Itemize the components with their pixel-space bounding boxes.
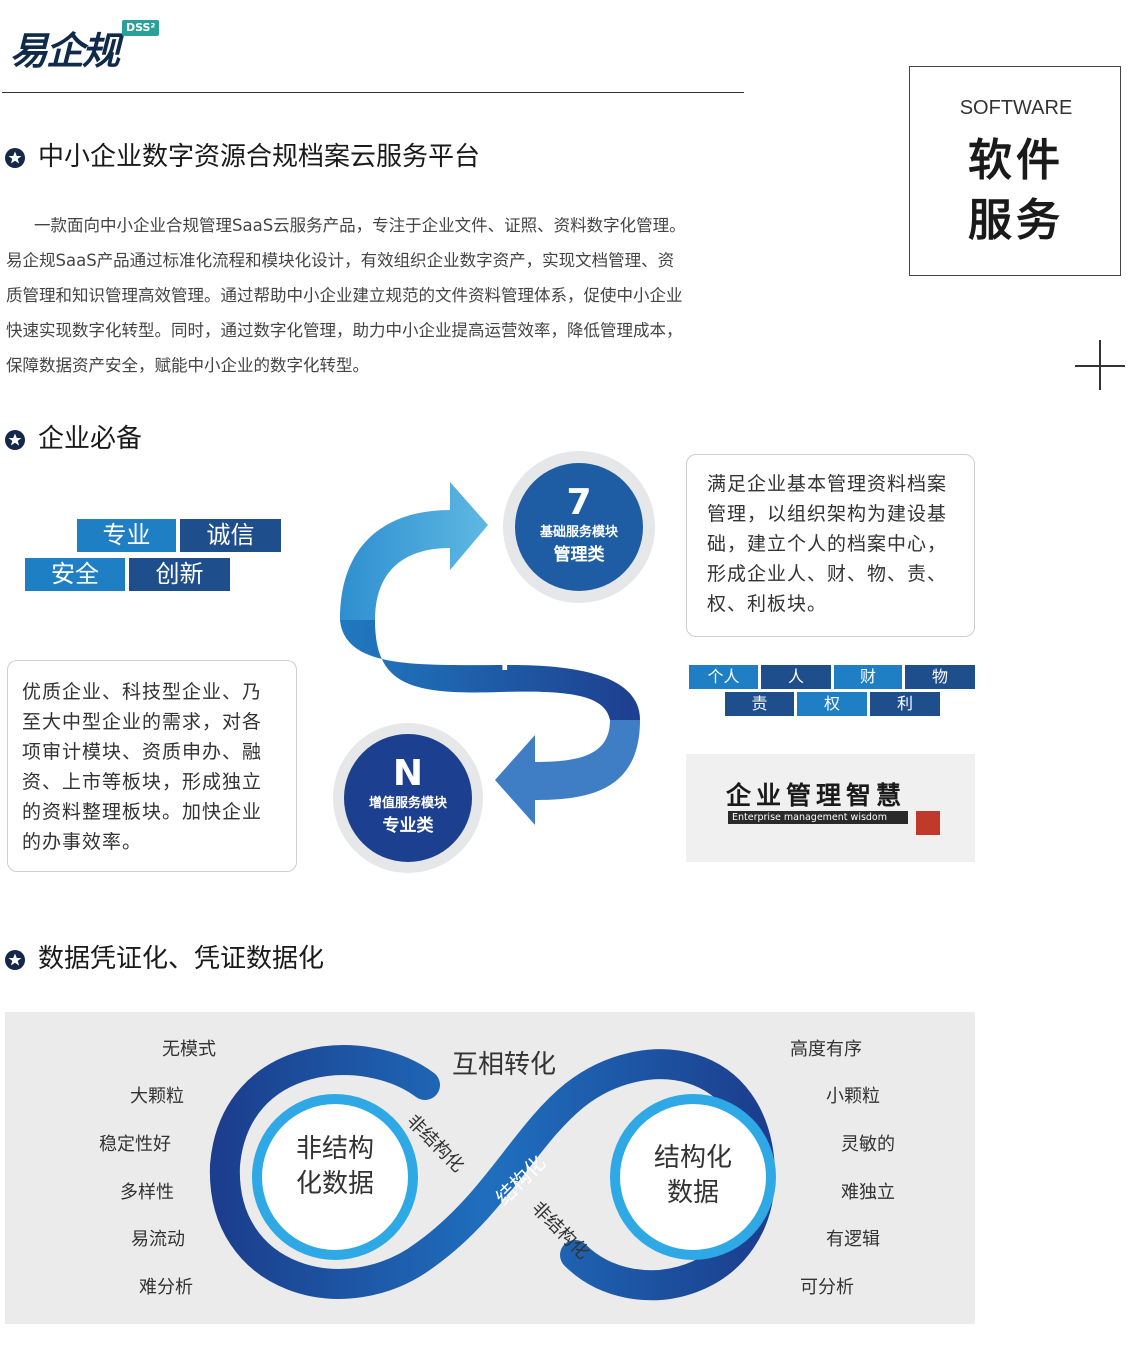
tag-material: 物	[905, 665, 975, 689]
attr-right-4: 难独立	[841, 1182, 895, 1203]
attr-right-3: 灵敏的	[841, 1134, 895, 1155]
structured-data-circle: 结构化 数据	[653, 1143, 732, 1208]
attr-right-6: 可分析	[800, 1277, 854, 1298]
tag-people: 人	[761, 665, 831, 689]
module-count: 7	[566, 482, 592, 523]
management-wisdom-banner: 企业管理智慧 Enterprise management wisdom	[686, 754, 975, 862]
plus-decoration-v	[1099, 340, 1101, 390]
attr-right-1: 高度有序	[790, 1039, 862, 1060]
tag-benefit: 利	[870, 692, 940, 716]
module-type: 增值服务模块	[368, 796, 447, 811]
s-arrow-ribbon: +	[340, 482, 640, 825]
software-label: SOFTWARE	[959, 97, 1073, 119]
section-title-essential: 企业必备	[38, 424, 143, 454]
attr-left-5: 易流动	[131, 1229, 185, 1250]
unstructured-data-circle: 非结构 化数据	[295, 1134, 374, 1199]
right-info-box: 满足企业基本管理资料档案 管理，以组织架构为建设基 础，建立个人的档案中心， 形…	[686, 454, 975, 637]
right-box-line: 管理，以组织架构为建设基	[707, 503, 948, 525]
tag-responsibility: 责	[725, 692, 794, 716]
software-cn-line1: 软件	[968, 135, 1064, 186]
star-badge-icon	[5, 430, 25, 450]
basic-module-circle: 7 基础服务模块 管理类	[503, 451, 655, 603]
left-box-line: 的资料整理板块。加快企业	[22, 801, 263, 823]
software-service-box: SOFTWARE 软件 服务	[909, 66, 1121, 276]
plus-icon: +	[488, 634, 522, 680]
seal-stamp-icon	[916, 811, 940, 835]
tag-authority: 权	[797, 692, 867, 716]
right-box-line: 形成企业人、财、物、责、	[707, 563, 948, 585]
right-box-line: 满足企业基本管理资料档案	[707, 473, 948, 495]
section-title-platform: 中小企业数字资源合规档案云服务平台	[38, 142, 481, 172]
module-category: 管理类	[553, 545, 605, 565]
desc-line-2: 易企规SaaS产品通过标准化流程和模块化设计，有效组织企业数字资产，实现文档管理…	[6, 251, 675, 270]
desc-line-1: 一款面向中小企业合规管理SaaS云服务产品，专注于企业文件、证照、资料数字化管理…	[34, 216, 686, 235]
top-divider	[2, 92, 744, 93]
left-box-line: 项审计模块、资质申办、融	[22, 741, 263, 763]
tag-person: 个人	[689, 665, 758, 689]
desc-line-5: 保障数据资产安全，赋能中小企业的数字化转型。	[6, 356, 369, 375]
wisdom-subtitle: Enterprise management wisdom	[728, 811, 908, 824]
module-type: 基础服务模块	[539, 525, 618, 540]
left-box-line: 至大中型企业的需求，对各	[22, 711, 263, 733]
star-badge-icon	[5, 148, 25, 168]
attr-left-3: 稳定性好	[99, 1134, 171, 1155]
attr-left-1: 无模式	[162, 1039, 216, 1060]
tag-innovation: 创新	[129, 558, 230, 591]
left-box-line: 资、上市等板块，形成独立	[22, 771, 263, 793]
logo-badge: DSS²	[122, 20, 160, 36]
attr-left-4: 多样性	[120, 1182, 174, 1203]
desc-line-3: 质管理和知识管理高效管理。通过帮助中小企业建立规范的文件资料管理体系，促使中小企…	[6, 286, 683, 305]
module-category: 专业类	[382, 816, 434, 836]
infinity-diagram	[209, 1045, 776, 1301]
wisdom-title: 企业管理智慧	[726, 781, 907, 810]
left-info-box: 优质企业、科技型企业、乃 至大中型企业的需求，对各 项审计模块、资质申办、融 资…	[7, 660, 297, 872]
left-box-line: 的办事效率。	[22, 831, 143, 853]
tag-security: 安全	[25, 558, 125, 591]
tag-integrity: 诚信	[180, 519, 281, 552]
attr-right-5: 有逻辑	[826, 1229, 880, 1250]
left-box-line: 优质企业、科技型企业、乃	[22, 681, 263, 703]
mutual-conversion-label: 互相转化	[452, 1050, 557, 1080]
platform-description: 一款面向中小企业合规管理SaaS云服务产品，专注于企业文件、证照、资料数字化管理…	[6, 208, 751, 383]
star-badge-icon	[5, 950, 25, 970]
logo[interactable]: 易企规	[10, 28, 120, 73]
attr-right-2: 小颗粒	[826, 1086, 880, 1107]
tag-finance: 财	[834, 665, 902, 689]
software-cn-line2: 服务	[968, 195, 1064, 246]
section-title-data: 数据凭证化、凭证数据化	[38, 944, 325, 974]
module-count: N	[392, 753, 424, 794]
software-cn-title: 软件 服务	[910, 131, 1122, 251]
value-module-circle: N 增值服务模块 专业类	[333, 723, 483, 873]
attr-left-2: 大颗粒	[130, 1086, 184, 1107]
attr-left-6: 难分析	[139, 1277, 193, 1298]
data-conversion-panel	[5, 1012, 975, 1324]
right-box-line: 权、利板块。	[707, 593, 828, 615]
tag-professional: 专业	[77, 519, 176, 552]
right-box-line: 础，建立个人的档案中心，	[707, 533, 948, 555]
desc-line-4: 快速实现数字化转型。同时，通过数字化管理，助力中小企业提高运营效率，降低管理成本…	[6, 321, 683, 340]
